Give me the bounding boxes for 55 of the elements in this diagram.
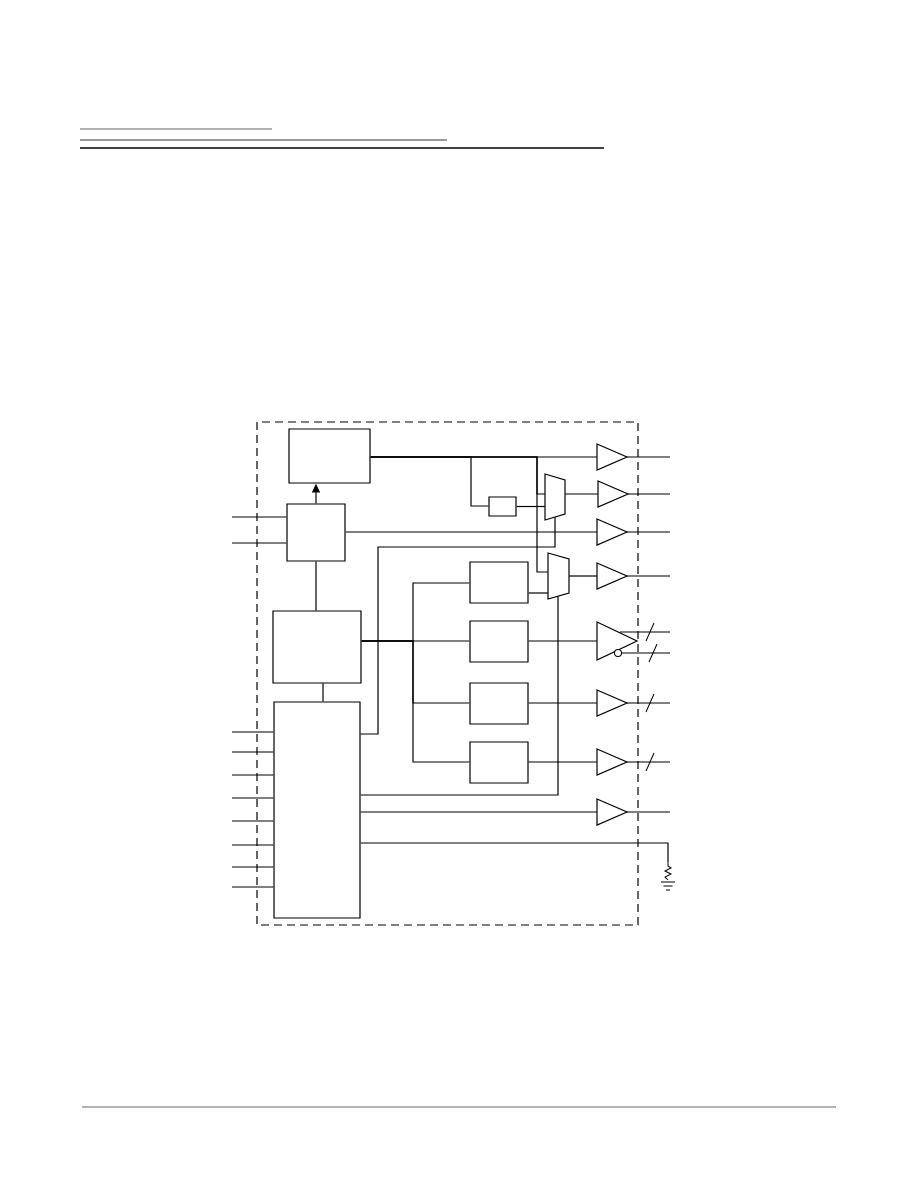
connector-line: [528, 640, 598, 642]
connector-line: [370, 456, 549, 573]
connector-line: [322, 683, 324, 702]
connector-line: [231, 774, 274, 776]
block-box: [469, 741, 529, 784]
connector-line: [626, 702, 671, 704]
connector-line: [528, 761, 598, 763]
connector-line: [528, 702, 598, 704]
connector-line: [627, 493, 671, 495]
connector-line: [528, 592, 549, 594]
connector-line: [231, 844, 274, 846]
buffer-symbol: [596, 518, 629, 546]
connector-line: [626, 761, 671, 763]
connector-line: [360, 595, 559, 796]
connector-line: [361, 640, 470, 763]
block-box: [469, 620, 529, 663]
mux-symbol: [544, 473, 566, 521]
connector-line: [231, 751, 274, 753]
connector-line: [231, 886, 274, 888]
ground-symbol: [660, 862, 676, 891]
connector-line: [360, 842, 669, 864]
connector-line: [564, 493, 599, 495]
mux-symbol: [547, 552, 570, 600]
block-box: [469, 561, 529, 604]
connector-line: [345, 531, 598, 533]
connector-line: [231, 516, 287, 518]
connector-line: [315, 561, 317, 611]
connector-line: [568, 575, 598, 577]
block-box: [286, 503, 346, 562]
block-box: [288, 428, 371, 484]
block-box: [469, 682, 529, 725]
block-box: [272, 610, 362, 684]
buffer-symbol: [596, 689, 629, 717]
connector-line: [360, 516, 556, 735]
buffer-symbol: [597, 480, 630, 508]
connector-line: [231, 797, 274, 799]
connector-line: [231, 820, 274, 822]
buffer-symbol: [596, 621, 639, 661]
block-box: [273, 701, 361, 919]
block-box: [488, 496, 517, 517]
buffer-symbol: [596, 562, 629, 590]
connector-line: [626, 811, 671, 813]
connector-line: [231, 866, 274, 868]
connector-line: [626, 575, 671, 577]
connector-line: [626, 456, 671, 458]
connector-line: [231, 542, 287, 544]
buffer-symbol: [596, 443, 629, 471]
connector-line: [231, 731, 274, 733]
connector-line: [626, 531, 671, 533]
connector-line: [619, 631, 671, 633]
buffer-symbol: [596, 748, 629, 776]
connector-line: [360, 811, 598, 813]
buffer-symbol: [596, 798, 629, 826]
connector-line: [516, 505, 546, 508]
connector-line: [621, 652, 671, 654]
